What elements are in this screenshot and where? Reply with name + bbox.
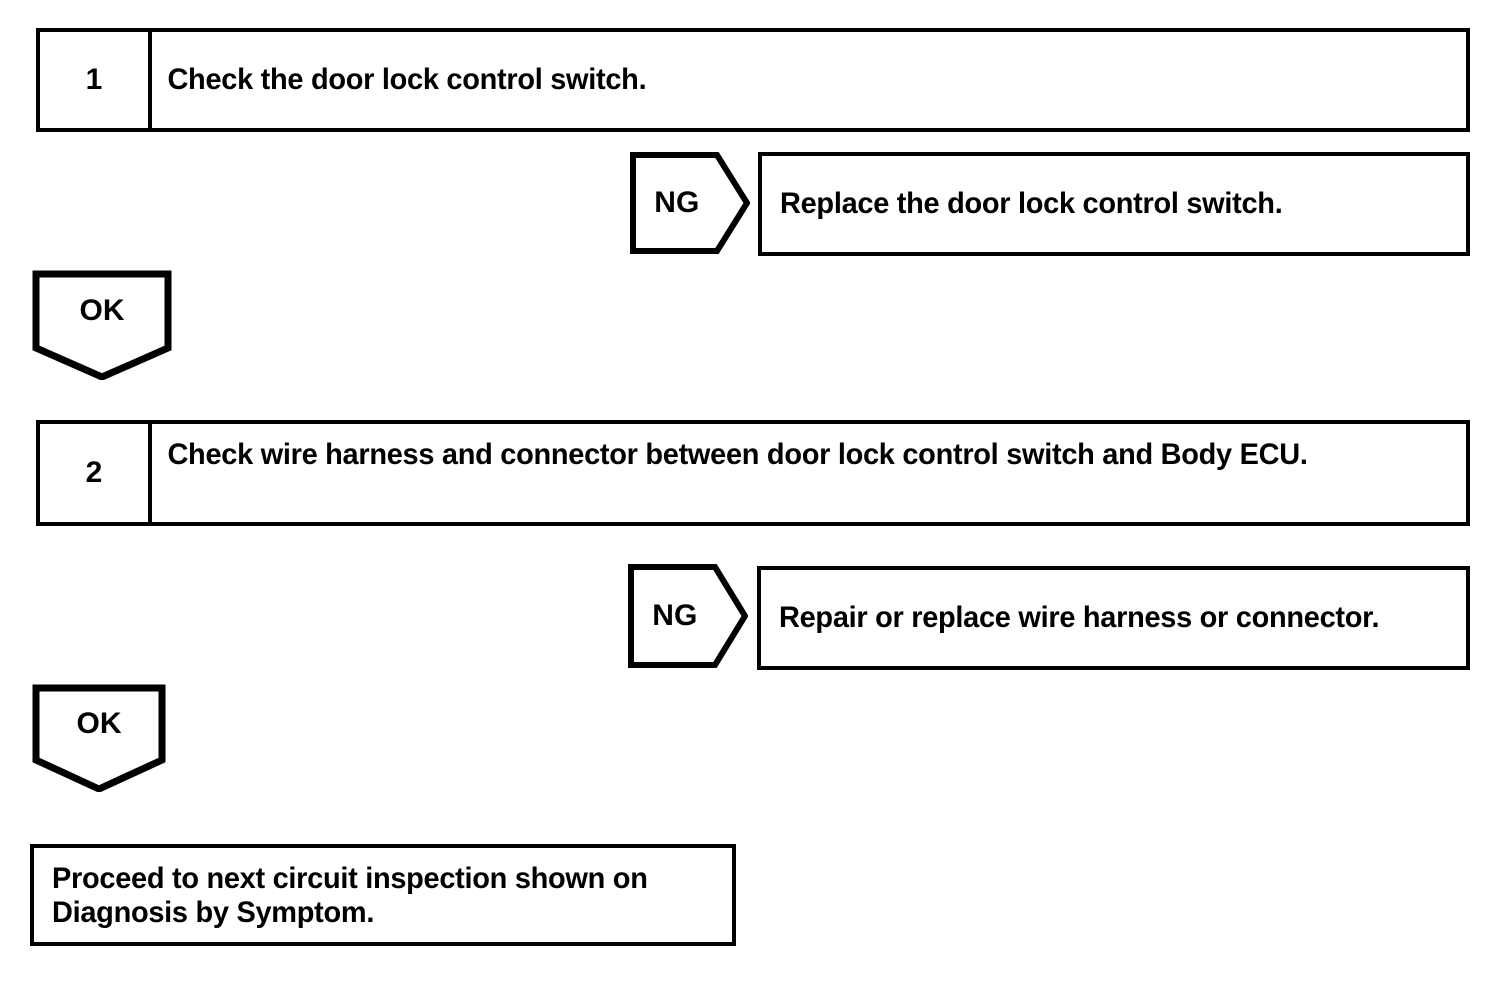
step-2-ok-label: OK bbox=[76, 706, 122, 740]
step-2-ng-arrow: NG bbox=[628, 564, 748, 668]
step-2-number: 2 bbox=[40, 424, 152, 522]
step-1-ng-result-box: Replace the door lock control switch. bbox=[758, 152, 1470, 256]
step-2-ng-action: Repair or replace wire harness or connec… bbox=[779, 601, 1380, 635]
step-1-box: 1 Check the door lock control switch. bbox=[36, 28, 1470, 132]
step-2-box: 2 Check wire harness and connector betwe… bbox=[36, 420, 1470, 526]
step-2-instruction: Check wire harness and connector between… bbox=[167, 438, 1308, 471]
step-1-ng-label: NG bbox=[654, 186, 700, 219]
step-1-ok-arrow: OK bbox=[32, 270, 172, 380]
step-1-number: 1 bbox=[40, 32, 152, 128]
final-outcome-text: Proceed to next circuit inspection shown… bbox=[52, 862, 648, 929]
step-1-instruction: Check the door lock control switch. bbox=[167, 63, 647, 97]
step-2-ng-result-box: Repair or replace wire harness or connec… bbox=[757, 566, 1470, 670]
step-2-ok-arrow: OK bbox=[32, 684, 166, 792]
step-1-ng-action: Replace the door lock control switch. bbox=[780, 187, 1283, 221]
final-outcome-box: Proceed to next circuit inspection shown… bbox=[30, 844, 736, 946]
step-2-ng-label: NG bbox=[652, 599, 698, 632]
step-1-ng-arrow: NG bbox=[630, 152, 750, 254]
step-1-ok-label: OK bbox=[79, 293, 125, 327]
